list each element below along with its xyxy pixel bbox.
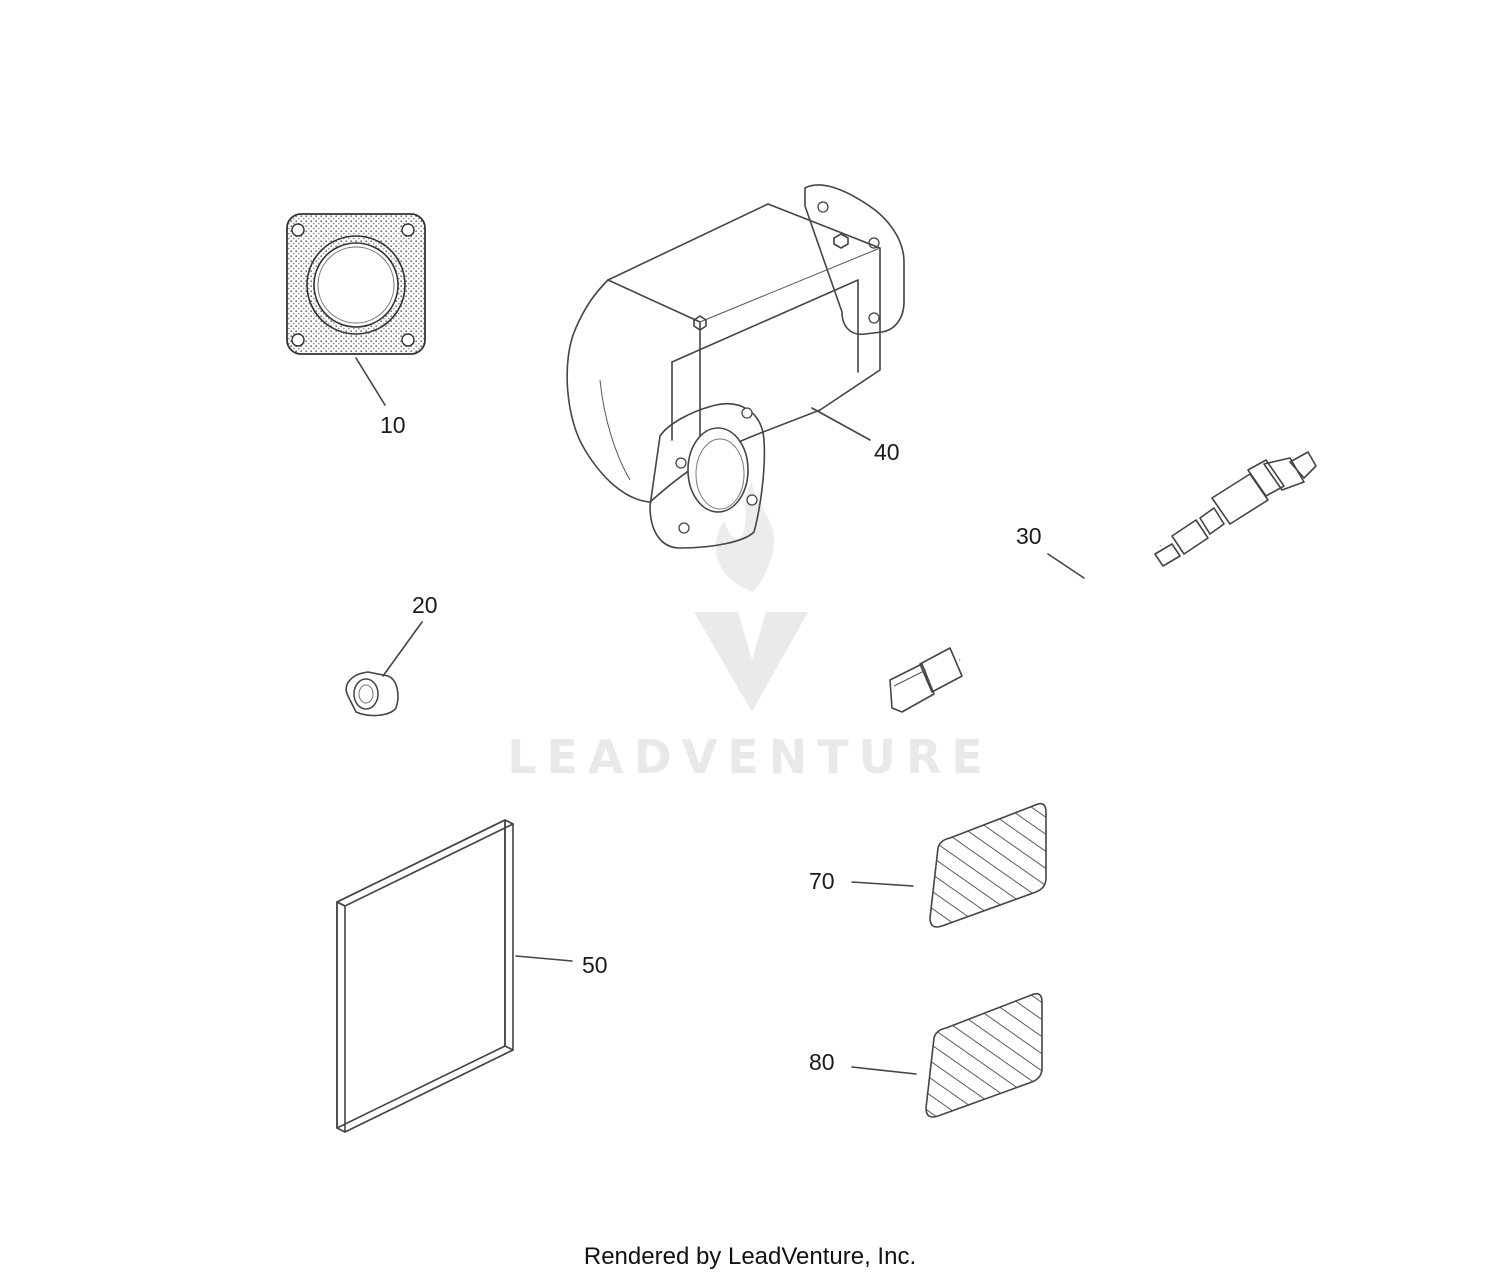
part-10-gasket bbox=[286, 213, 426, 355]
callout-20: 20 bbox=[412, 592, 438, 618]
part-80-decal bbox=[925, 992, 1043, 1118]
part-70-decal bbox=[929, 802, 1047, 928]
callout-labels: 10 20 30 40 50 70 80 bbox=[380, 412, 1042, 1075]
watermark-v-icon bbox=[694, 612, 808, 712]
callout-80: 80 bbox=[809, 1049, 835, 1075]
callout-40: 40 bbox=[874, 439, 900, 465]
leader-line-30 bbox=[1047, 553, 1085, 579]
leader-line-80 bbox=[851, 1066, 917, 1075]
callout-30: 30 bbox=[1016, 523, 1042, 549]
watermark-text: LEADVENTURE bbox=[507, 730, 993, 784]
leader-line-70 bbox=[851, 881, 914, 887]
watermark: LEADVENTURE bbox=[507, 482, 993, 784]
leader-line-40 bbox=[811, 407, 871, 441]
leader-line-50 bbox=[515, 955, 573, 962]
callout-70: 70 bbox=[809, 868, 835, 894]
callout-50: 50 bbox=[582, 952, 608, 978]
leader-lines bbox=[355, 357, 1085, 1075]
part-50-booklet bbox=[336, 819, 514, 1133]
callout-10: 10 bbox=[380, 412, 406, 438]
footer-credit: Rendered by LeadVenture, Inc. bbox=[584, 1243, 916, 1270]
part-40-muffler bbox=[566, 184, 905, 549]
leader-line-20 bbox=[382, 621, 423, 677]
part-30-oxygen-sensor bbox=[889, 451, 1317, 713]
leader-line-10 bbox=[355, 357, 386, 406]
part-20-nut bbox=[345, 671, 399, 717]
